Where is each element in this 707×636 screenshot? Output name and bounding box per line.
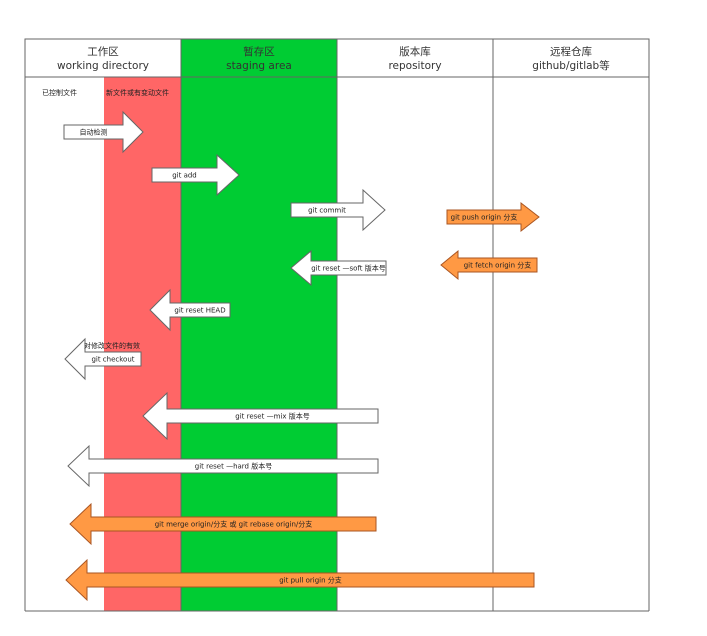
working-directory-title: 工作区 xyxy=(87,46,119,58)
arrow-shape-git-reset-hard xyxy=(67,444,379,488)
header-remote-cell xyxy=(492,38,650,78)
arrow-git-fetch: git fetch origin 分支 xyxy=(440,249,538,281)
header-working-directory-cell xyxy=(24,38,182,78)
arrow-auto-detect: 自动检测 xyxy=(63,110,144,154)
arrow-label-git-checkout: git checkout xyxy=(91,356,134,364)
arrow-shape-git-fetch xyxy=(440,249,538,281)
arrow-label-git-reset-soft: git reset —soft 版本号 xyxy=(311,264,386,273)
arrow-label-git-reset-head: git reset HEAD xyxy=(174,307,225,315)
arrow-label-git-reset-mix: git reset —mix 版本号 xyxy=(235,412,309,421)
arrow-shape-auto-detect xyxy=(63,110,144,154)
arrow-label-git-fetch: git fetch origin 分支 xyxy=(464,261,532,270)
arrow-shape-git-checkout xyxy=(64,337,142,381)
arrow-label-git-merge: git merge origin/分支 或 git rebase origin/… xyxy=(155,520,313,529)
staging-area-subtitle: staging area xyxy=(226,60,292,72)
arrow-git-checkout: git checkout 对修改文件的有效 xyxy=(64,337,142,381)
arrow-shape-git-commit xyxy=(290,188,386,232)
arrow-git-reset-head: git reset HEAD xyxy=(149,288,231,332)
arrow-shape-git-merge xyxy=(69,502,377,546)
arrow-git-push: git push origin 分支 xyxy=(446,201,540,233)
arrow-label-git-reset-hard: git reset —hard 版本号 xyxy=(195,462,272,471)
arrow-label-git-add: git add xyxy=(172,172,197,180)
arrow-git-reset-mix: git reset —mix 版本号 xyxy=(142,391,379,441)
remote-title: 远程仓库 xyxy=(550,45,592,58)
arrow-git-reset-soft: git reset —soft 版本号 xyxy=(290,249,387,287)
arrow-git-pull: git pull origin 分支 xyxy=(65,558,535,602)
arrow-shape-git-add xyxy=(151,153,240,197)
arrow-git-merge: git merge origin/分支 或 git rebase origin/… xyxy=(69,502,377,546)
arrow-label-git-push: git push origin 分支 xyxy=(451,213,518,222)
staging-area-title: 暂存区 xyxy=(243,45,275,58)
repository-subtitle: repository xyxy=(388,60,441,72)
remote-subtitle: github/gitlab等 xyxy=(532,59,610,72)
working-directory-subtitle: working directory xyxy=(57,60,149,72)
arrow-note-git-checkout: 对修改文件的有效 xyxy=(84,341,140,350)
arrow-shape-git-push xyxy=(446,201,540,233)
arrow-shape-git-reset-mix xyxy=(142,391,379,441)
header-row: 工作区 working directory 暂存区 staging area 版… xyxy=(24,38,650,78)
repository-title: 版本库 xyxy=(399,45,431,58)
arrow-shape-git-pull xyxy=(65,558,535,602)
arrow-label-auto-detect: 自动检测 xyxy=(80,128,108,137)
tracked-files-label: 已控制文件 xyxy=(42,88,77,97)
arrow-git-add: git add xyxy=(151,153,240,197)
arrow-git-reset-hard: git reset —hard 版本号 xyxy=(67,444,379,488)
untracked-files-label: 新文件或有变动文件 xyxy=(106,88,169,97)
arrow-shape-git-reset-soft xyxy=(290,249,387,287)
arrow-label-git-pull: git pull origin 分支 xyxy=(279,576,342,585)
arrow-label-git-commit: git commit xyxy=(308,207,346,215)
arrows-layer: 自动检测 git add git commit git push origin 分支 g… xyxy=(63,110,540,602)
arrow-git-commit: git commit xyxy=(290,188,386,232)
arrow-shape-git-reset-head xyxy=(149,288,231,332)
